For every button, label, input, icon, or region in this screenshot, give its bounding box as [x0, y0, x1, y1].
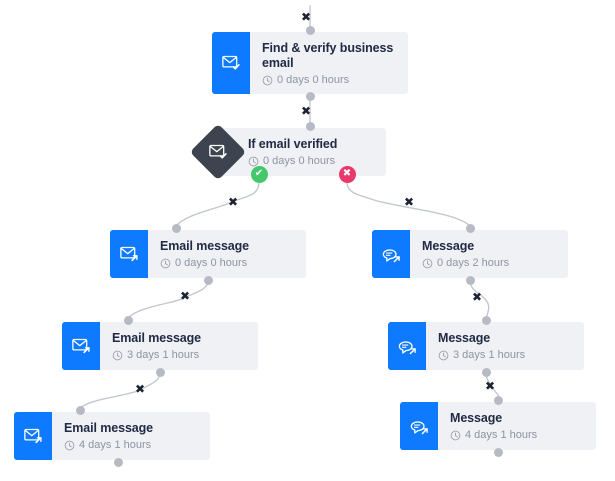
port-message2-top[interactable]: [481, 315, 491, 325]
node-message-3[interactable]: Message 4 days 1 hours: [400, 402, 596, 450]
port-message2-bottom[interactable]: [481, 367, 491, 377]
edge-delete-icon-email2[interactable]: ✖: [134, 382, 146, 396]
branch-badge-no[interactable]: ✖: [338, 165, 356, 183]
port-email1-bottom[interactable]: [203, 275, 213, 285]
node-title: Message: [438, 331, 491, 345]
port-email2-top[interactable]: [123, 315, 133, 325]
port-email1-top[interactable]: [171, 223, 181, 233]
node-delay-text: 0 days 2 hours: [437, 257, 510, 269]
clock-icon: [64, 440, 75, 451]
port-decision-top[interactable]: [305, 121, 315, 131]
port-email3-top[interactable]: [75, 405, 85, 415]
node-body: Email message 4 days 1 hours: [52, 412, 210, 460]
envelope-send-icon: [14, 412, 52, 460]
node-title: Message: [450, 411, 503, 425]
node-delay: 0 days 0 hours: [262, 74, 398, 87]
port-message3-top[interactable]: [493, 395, 503, 405]
clock-icon: [262, 75, 273, 85]
node-delay: 3 days 1 hours: [438, 349, 574, 362]
edge-yes-to-email-message-1: [175, 181, 260, 227]
port-message1-bottom[interactable]: [465, 275, 475, 285]
node-delay-text: 3 days 1 hours: [127, 349, 200, 361]
chat-send-icon: [388, 322, 426, 370]
node-find-verify-business-email[interactable]: Find & verify business email 0 days 0 ho…: [212, 32, 408, 94]
node-delay-text: 4 days 1 hours: [465, 429, 538, 441]
port-find-bottom[interactable]: [305, 91, 315, 101]
port-find-top[interactable]: [305, 25, 315, 35]
edge-delete-icon-find[interactable]: ✖: [300, 104, 312, 118]
node-title: Email message: [112, 331, 202, 345]
port-message3-bottom[interactable]: [493, 447, 503, 457]
node-delay-text: 0 days 0 hours: [175, 257, 248, 269]
node-body: Message 3 days 1 hours: [426, 322, 584, 370]
node-delay-text: 0 days 0 hours: [277, 73, 350, 86]
node-message-1[interactable]: Message 0 days 2 hours: [372, 230, 568, 278]
node-title: Email message: [160, 239, 250, 253]
node-title: Find & verify business email: [262, 40, 394, 70]
node-message-2[interactable]: Message 3 days 1 hours: [388, 322, 584, 370]
chat-send-icon: [372, 230, 410, 278]
node-delay: 0 days 0 hours: [248, 155, 376, 168]
node-title: If email verified: [248, 137, 338, 151]
edge-delete-icon-message1[interactable]: ✖: [471, 290, 483, 304]
port-email3-bottom[interactable]: [113, 457, 123, 467]
edge-delete-icon-email1[interactable]: ✖: [179, 289, 191, 303]
cross-icon: ✖: [342, 168, 352, 179]
clock-icon: [438, 350, 449, 361]
envelope-send-icon: [110, 230, 148, 278]
node-delay: 4 days 1 hours: [64, 439, 200, 452]
node-delay-text: 3 days 1 hours: [453, 349, 526, 361]
edge-delete-icon-top[interactable]: ✖: [300, 10, 312, 24]
node-body: Email message 0 days 0 hours: [148, 230, 306, 278]
clock-icon: [112, 350, 123, 361]
node-body: Email message 3 days 1 hours: [100, 322, 258, 370]
node-delay-text: 4 days 1 hours: [79, 439, 152, 451]
edge-email2-to-email3: [79, 371, 161, 409]
node-body: If email verified 0 days 0 hours: [218, 128, 386, 176]
node-title: Message: [422, 239, 475, 253]
edge-delete-icon-yes[interactable]: ✖: [227, 195, 239, 209]
edge-email1-to-email2: [127, 279, 209, 319]
envelope-check-icon: [190, 124, 246, 180]
node-title: Email message: [64, 421, 154, 435]
port-message1-top[interactable]: [465, 223, 475, 233]
clock-icon: [248, 156, 259, 167]
port-email2-bottom[interactable]: [155, 367, 165, 377]
node-delay: 0 days 2 hours: [422, 257, 558, 270]
node-body: Message 0 days 2 hours: [410, 230, 568, 278]
node-delay: 0 days 0 hours: [160, 257, 296, 270]
node-email-message-1[interactable]: Email message 0 days 0 hours: [110, 230, 306, 278]
node-delay-text: 0 days 0 hours: [263, 155, 336, 167]
clock-icon: [160, 258, 171, 269]
chat-send-icon: [400, 402, 438, 450]
clock-icon: [422, 258, 433, 269]
node-delay: 3 days 1 hours: [112, 349, 248, 362]
edge-delete-icon-message2[interactable]: ✖: [484, 379, 496, 393]
node-email-message-2[interactable]: Email message 3 days 1 hours: [62, 322, 258, 370]
node-email-message-3[interactable]: Email message 4 days 1 hours: [14, 412, 210, 460]
node-delay: 4 days 1 hours: [450, 429, 586, 442]
branch-badge-yes[interactable]: ✔: [250, 165, 268, 183]
node-body: Find & verify business email 0 days 0 ho…: [250, 32, 408, 94]
node-if-email-verified[interactable]: If email verified 0 days 0 hours: [218, 128, 386, 176]
check-icon: ✔: [254, 168, 264, 179]
clock-icon: [450, 430, 461, 441]
node-body: Message 4 days 1 hours: [438, 402, 596, 450]
envelope-send-icon: [62, 322, 100, 370]
decision-diamond[interactable]: [189, 123, 247, 181]
envelope-check-icon: [212, 32, 250, 94]
edge-delete-icon-no[interactable]: ✖: [403, 195, 415, 209]
